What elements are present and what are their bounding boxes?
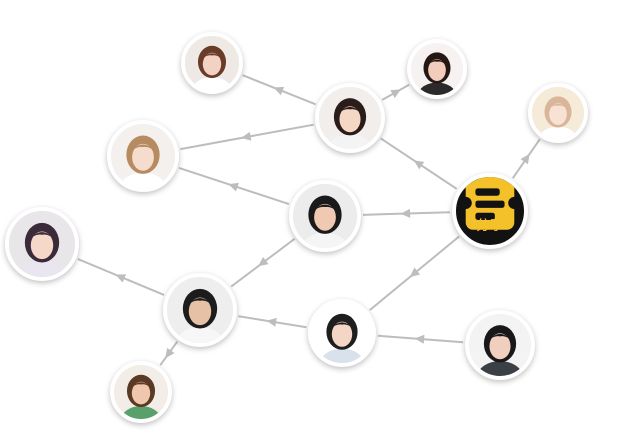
direction-arrow xyxy=(266,317,277,327)
direction-arrow xyxy=(390,89,401,98)
portrait-icon xyxy=(111,124,175,188)
share-label: 分享 xyxy=(476,218,504,235)
user-avatar[interactable] xyxy=(308,299,376,367)
direction-arrow xyxy=(228,182,239,192)
portrait-icon xyxy=(411,43,463,95)
user-avatar[interactable] xyxy=(107,120,179,192)
user-avatar[interactable] xyxy=(181,32,243,94)
direction-arrow xyxy=(258,256,269,267)
portrait-icon xyxy=(532,87,584,139)
portrait-icon xyxy=(312,303,372,363)
portrait-icon xyxy=(469,314,531,376)
user-avatar[interactable] xyxy=(407,39,467,99)
user-avatar[interactable] xyxy=(289,180,361,252)
ticket-logo-icon xyxy=(459,177,521,230)
portrait-icon xyxy=(167,277,233,343)
user-avatar[interactable] xyxy=(110,361,172,423)
direction-arrow xyxy=(165,347,175,359)
user-avatar[interactable] xyxy=(5,207,79,281)
direction-arrow xyxy=(414,334,425,344)
direction-arrow xyxy=(409,267,421,278)
direction-arrow xyxy=(115,274,127,283)
direction-arrow xyxy=(520,153,530,165)
user-avatar[interactable] xyxy=(163,273,237,347)
direction-arrow xyxy=(241,131,252,141)
portrait-icon xyxy=(293,184,357,248)
user-avatar[interactable] xyxy=(465,310,535,380)
portrait-icon xyxy=(319,87,381,149)
direction-arrow xyxy=(400,208,411,218)
user-avatar[interactable] xyxy=(528,83,588,143)
portrait-icon xyxy=(114,365,168,419)
share-hub-node[interactable]: 分享 xyxy=(452,173,528,249)
direction-arrow xyxy=(273,86,285,96)
portrait-icon xyxy=(9,211,75,277)
user-avatar[interactable] xyxy=(315,83,385,153)
portrait-icon xyxy=(185,36,239,90)
direction-arrow xyxy=(413,160,425,170)
